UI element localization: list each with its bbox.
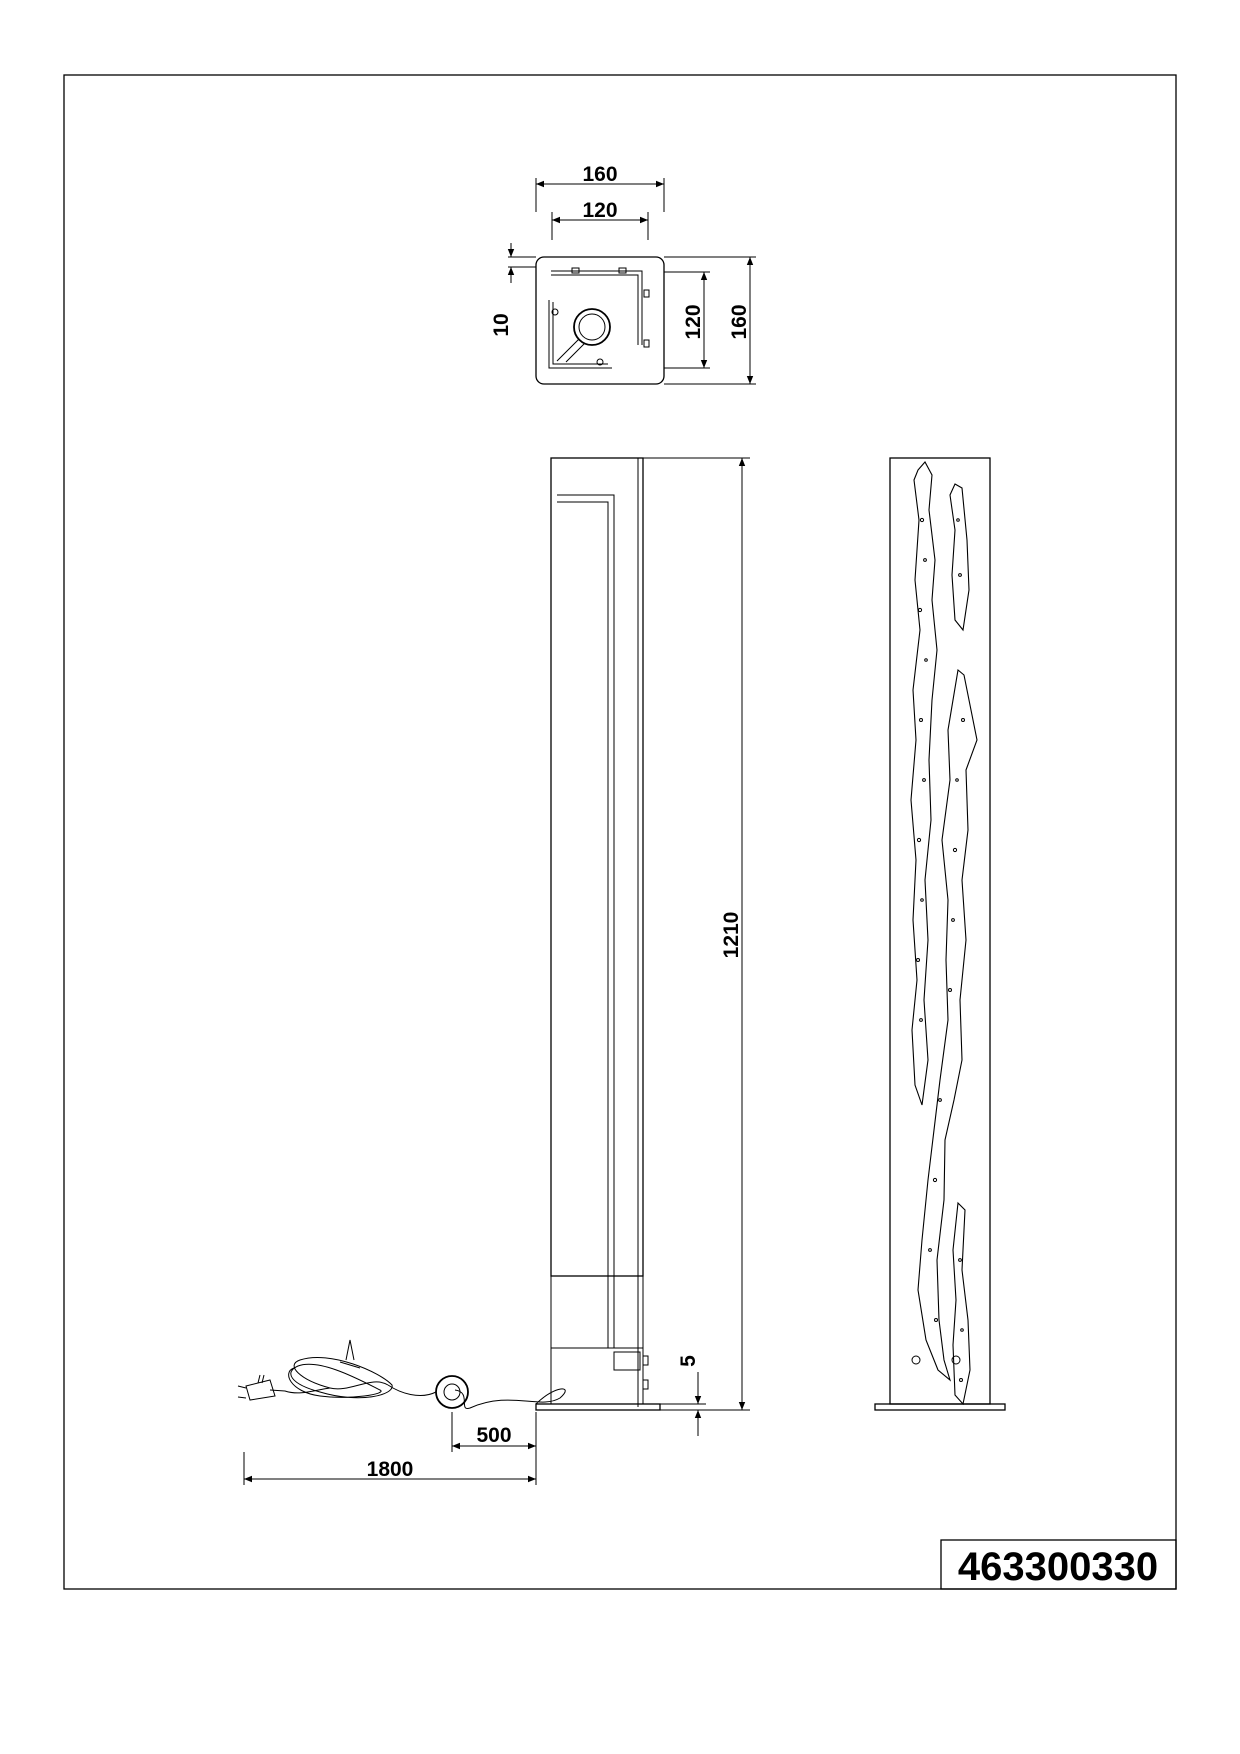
dim-base-thickness: 5	[677, 1355, 700, 1367]
top-view-outline	[535, 256, 665, 385]
dim-top-inner-width: 120	[582, 199, 617, 222]
crack-left-long	[910, 461, 938, 1106]
dim-top-wall: 10	[490, 313, 513, 336]
dim-height: 1210	[720, 912, 743, 959]
dim-top-outer-depth: 160	[728, 304, 751, 339]
cable-assembly	[237, 1339, 566, 1409]
front-view-post	[889, 457, 991, 1405]
inline-switch	[435, 1375, 469, 1409]
side-view-post	[550, 457, 644, 1277]
article-number: 463300330	[958, 1545, 1158, 1589]
crack-top-right	[949, 483, 970, 632]
top-view: 160 120 10 120 160	[490, 163, 756, 385]
front-view-base-plate	[874, 1403, 1006, 1411]
crack-middle	[917, 668, 978, 1382]
front-view	[874, 457, 1006, 1411]
dim-cable-length: 1800	[367, 1458, 414, 1481]
side-view: 1210 5 500 1800	[237, 457, 750, 1485]
top-view-socket	[573, 308, 611, 346]
title-block: 463300330	[940, 1539, 1177, 1590]
drawing-frame	[63, 74, 1177, 1590]
crack-bottom-right	[952, 1201, 971, 1406]
side-view-base-plate	[535, 1403, 661, 1411]
dim-top-outer-width: 160	[582, 163, 617, 186]
dim-top-inner-depth: 120	[682, 304, 705, 339]
dim-switch-cable: 500	[476, 1424, 511, 1447]
